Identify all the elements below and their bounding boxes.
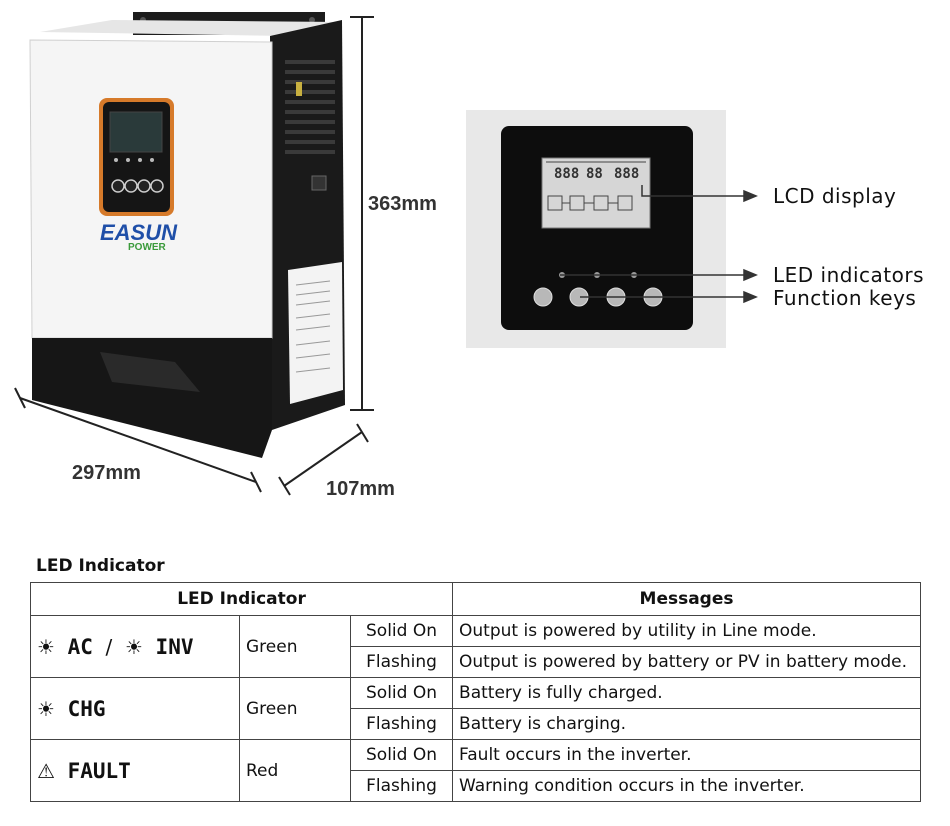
table-row: Flashing Battery is charging. (31, 708, 922, 740)
state-cell: Solid On (349, 615, 454, 647)
lcd-display-callout: LCD display (773, 184, 897, 208)
led-color-cell: Green (239, 677, 351, 740)
ac-inv-indicator-cell: ☀ AC / ☀ INV (30, 615, 240, 678)
led-indicators-callout: LED indicators (773, 263, 924, 287)
width-dimension-label: 297mm (72, 462, 141, 484)
state-cell: Flashing (349, 708, 454, 740)
state-cell: Solid On (349, 677, 454, 709)
indicator-label-fault: FAULT (67, 758, 131, 783)
indicator-label-inv: INV (155, 634, 194, 659)
table-row: ⚠ FAULT Red Solid On Fault occurs in the… (30, 739, 922, 802)
message-cell: Battery is charging. (452, 708, 922, 740)
message-cell: Output is powered by battery or PV in ba… (452, 646, 922, 678)
table-row: Flashing Output is powered by battery or… (31, 646, 922, 678)
control-panel-closeup: 888 88 888 (466, 110, 726, 348)
indicator-label-ac: AC (67, 634, 93, 659)
led-color-cell: Red (239, 739, 351, 802)
table-row: Flashing Warning condition occurs in the… (31, 770, 922, 802)
depth-dimension-label: 107mm (326, 478, 395, 500)
state-cell: Flashing (349, 646, 454, 678)
header-led-indicator: LED Indicator (29, 582, 454, 616)
sun-icon: ☀ (37, 696, 55, 721)
callout-arrows (560, 185, 758, 304)
state-cell: Flashing (349, 770, 454, 802)
brand-logo: EASUN (100, 220, 178, 245)
inverter-illustration: EASUN POWER (29, 12, 345, 458)
svg-text:88: 88 (586, 166, 603, 182)
table-row: ☀ CHG Green Solid On Battery is fully ch… (30, 677, 922, 740)
slash-separator: / (105, 634, 113, 659)
warning-triangle-icon: ⚠ (37, 758, 55, 783)
table-header-row: LED Indicator Messages (29, 582, 922, 616)
message-cell: Output is powered by utility in Line mod… (452, 615, 922, 647)
led-indicator-table: LED Indicator Messages ☀ AC / ☀ INV Gree… (29, 582, 922, 802)
indicator-label-chg: CHG (67, 696, 106, 721)
led-color-cell: Green (239, 615, 351, 678)
svg-text:888: 888 (614, 166, 639, 182)
svg-text:POWER: POWER (128, 242, 167, 253)
sun-icon: ☀ (124, 634, 143, 659)
fault-indicator-cell: ⚠ FAULT (30, 739, 240, 802)
chg-indicator-cell: ☀ CHG (30, 677, 240, 740)
sun-icon: ☀ (37, 634, 55, 659)
dimension-lines (14, 16, 374, 496)
state-cell: Solid On (349, 739, 454, 771)
section-title: LED Indicator (36, 556, 165, 576)
height-dimension-label: 363mm (368, 193, 437, 215)
function-keys-callout: Function keys (773, 286, 917, 310)
message-cell: Warning condition occurs in the inverter… (452, 770, 922, 802)
message-cell: Battery is fully charged. (452, 677, 922, 709)
header-messages: Messages (452, 582, 922, 616)
message-cell: Fault occurs in the inverter. (452, 739, 922, 771)
table-row: ☀ AC / ☀ INV Green Solid On Output is po… (30, 615, 922, 678)
svg-text:888: 888 (554, 166, 579, 182)
